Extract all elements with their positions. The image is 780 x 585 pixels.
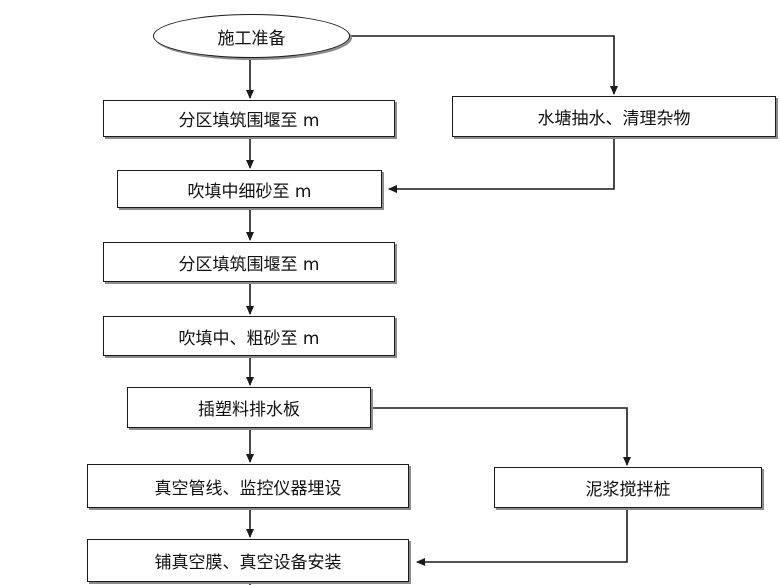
node-step5-label: 插塑料排水板 — [198, 400, 300, 420]
arrow-side1-to-step2 — [388, 137, 615, 193]
node-start-label: 施工准备 — [217, 28, 286, 49]
node-step1: 分区填筑围堰至 m — [103, 100, 395, 137]
node-step2-label: 吹填中细砂至 m — [187, 181, 312, 202]
node-step1-label: 分区填筑围堰至 m — [178, 111, 320, 131]
node-step4-label: 吹填中、粗砂至 m — [178, 328, 320, 349]
node-step6-label: 真空管线、监控仪器埋设 — [154, 478, 342, 499]
arrow-start-to-side1 — [350, 35, 618, 95]
node-start: 施工准备 — [153, 14, 350, 58]
node-step7: 铺真空膜、真空设备安装 — [87, 539, 409, 582]
node-side2: 泥浆搅拌桩 — [494, 467, 762, 508]
node-side1: 水塘抽水、清理杂物 — [452, 96, 776, 137]
node-step7-label: 铺真空膜、真空设备安装 — [154, 553, 342, 573]
node-step3-label: 分区填筑围堰至 m — [178, 254, 320, 275]
node-step6: 真空管线、监控仪器埋设 — [87, 464, 409, 508]
node-step4: 吹填中、粗砂至 m — [103, 316, 395, 356]
node-step2: 吹填中细砂至 m — [117, 170, 382, 208]
node-side2-label: 泥浆搅拌桩 — [585, 480, 671, 500]
arrow-step5-to-side2 — [371, 407, 631, 466]
node-step5: 插塑料排水板 — [127, 387, 371, 428]
arrow-side2-to-step7 — [416, 508, 628, 566]
node-side1-label: 水塘抽水、清理杂物 — [537, 109, 691, 129]
node-step3: 分区填筑围堰至 m — [103, 242, 395, 282]
